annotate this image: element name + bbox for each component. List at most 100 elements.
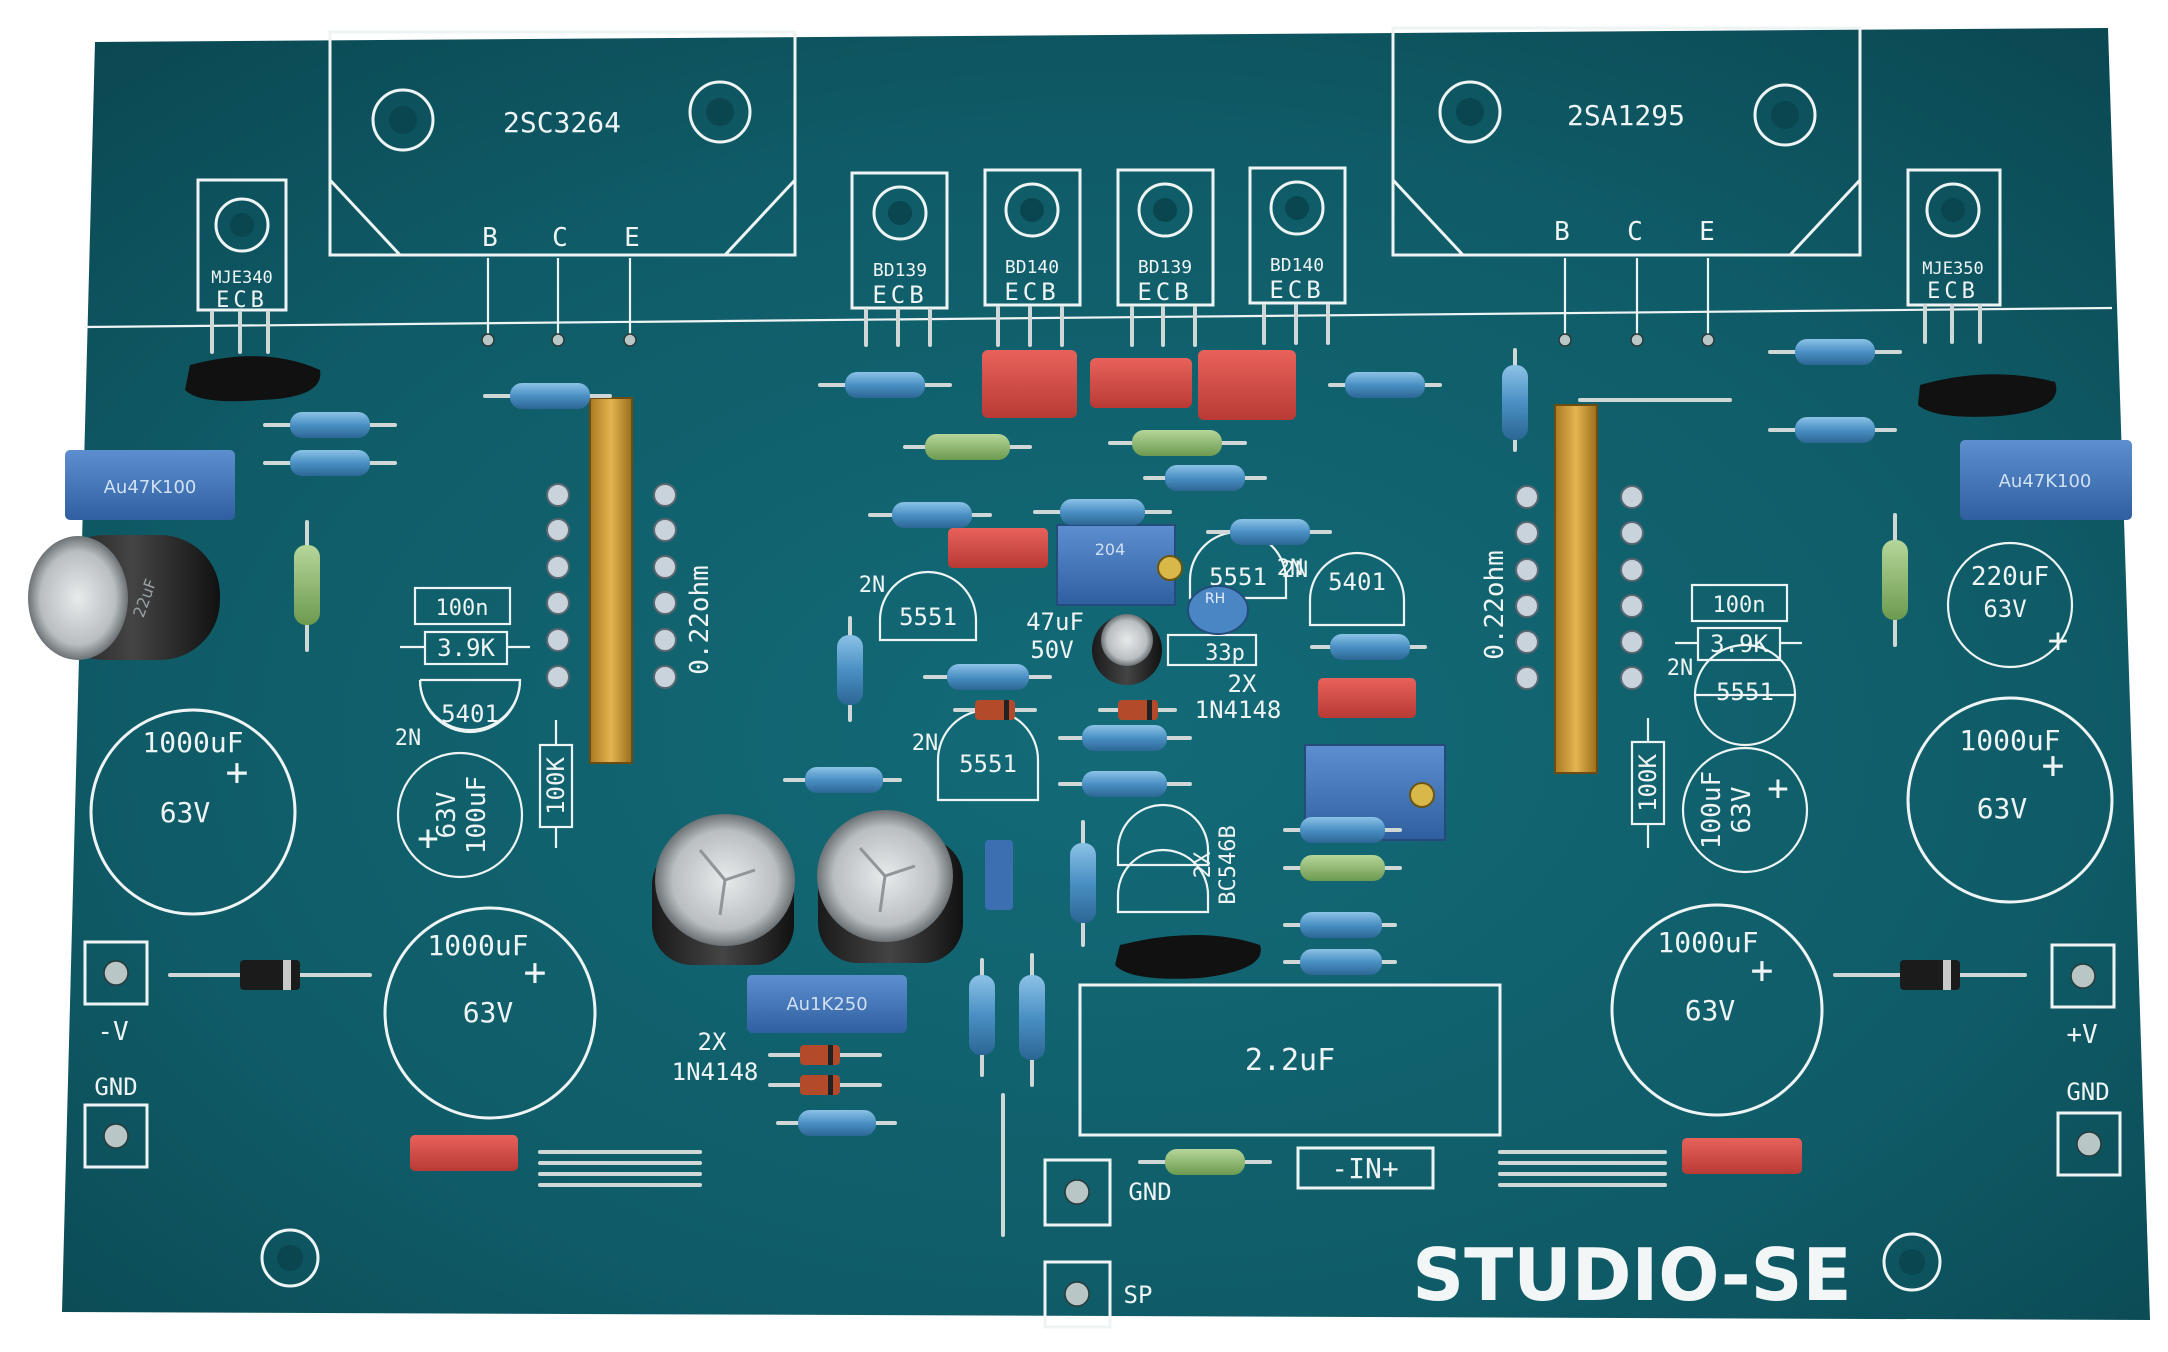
cap-1000u-right-top: 1000uF + 63V — [1906, 696, 2114, 904]
driver-label: BD140 — [1005, 257, 1059, 278]
cap-1000u-voltage: 63V — [463, 996, 514, 1029]
terminal-neg-v[interactable]: -V — [83, 940, 149, 1047]
pin-b-label: B — [1554, 217, 1570, 247]
driver-pins: ECB — [1004, 278, 1059, 306]
ceramic-print: RH — [1205, 591, 1225, 607]
output-transistor-left: 2SC3264 B C E — [328, 30, 797, 347]
q-5551-prefix: 2N — [859, 573, 886, 598]
cap-1000u-voltage: 63V — [1685, 994, 1736, 1027]
pin-e-label: E — [1699, 217, 1715, 247]
q-5551-label: 5551 — [1716, 678, 1774, 706]
cap-100n-left: 100n — [413, 586, 512, 626]
driver-bd140-b: BD140 ECB — [1248, 166, 1347, 345]
terminal-speaker[interactable]: SP — [1043, 1260, 1153, 1329]
silk-divider-line — [84, 306, 2113, 329]
black-bead — [185, 356, 2057, 979]
terminal-pos-v-label: +V — [2066, 1020, 2097, 1050]
cap-1000u-right-bottom: 1000uF + 63V — [1610, 903, 1824, 1117]
res-100k-label: 100K — [542, 757, 570, 815]
cap-47u: 47uF 50V — [1026, 608, 1084, 664]
diodes-part: 1N4148 — [672, 1058, 759, 1086]
trimmer-top[interactable]: 204 — [1056, 524, 1183, 606]
terminal-pos-v[interactable]: +V — [2050, 943, 2116, 1050]
driver-pins: ECB — [872, 281, 927, 309]
film-cap — [410, 350, 1802, 1174]
plus-sign: + — [226, 750, 249, 794]
q-5551-c: 5551 2N — [912, 708, 1040, 802]
cap-100n-right: 100n — [1690, 583, 1789, 623]
film-cap-blue-bottom: Au1K250 — [747, 975, 907, 1033]
driver-mje350: MJE350 ECB — [1906, 168, 2002, 344]
plus-sign: + — [2042, 743, 2065, 787]
bc546-count: 2X — [1191, 851, 1216, 878]
cap-47u-label: 47uF — [1026, 608, 1084, 636]
cap-1000u-voltage: 63V — [1977, 792, 2028, 825]
cap-1000u-label: 1000uF — [142, 726, 243, 759]
driver-bd139-b: BD139 ECB — [1116, 168, 1215, 347]
pin-c-label: C — [1627, 217, 1643, 247]
resistor — [263, 339, 1902, 1136]
cap-2u2: 2.2uF — [1078, 983, 1502, 1137]
res-3k9-label: 3.9K — [437, 634, 495, 662]
terminal-gnd-label: GND — [1128, 1178, 1171, 1206]
heatsink-left: 0.22ohm — [546, 397, 715, 764]
driver-bd139-a: BD139 ECB — [850, 171, 949, 347]
diodes-center-label: 2X 1N4148 — [1195, 670, 1282, 724]
cap-1000u-left-bottom: 1000uF + 63V — [383, 906, 597, 1120]
terminal-gnd-label: GND — [2066, 1078, 2109, 1106]
film-cap-print: Au47K100 — [1999, 471, 2092, 492]
q-5401-label: 5401 — [1328, 568, 1386, 596]
plus-sign: + — [524, 950, 547, 994]
cap-100u-left: 100uF 63V + — [396, 751, 524, 879]
bc546-part: BC546B — [1216, 825, 1241, 904]
driver-bd140-a: BD140 ECB — [983, 168, 1082, 347]
resistor-green — [294, 430, 1908, 1175]
cap-100u-label: 100uF — [1697, 771, 1727, 849]
terminal-speaker-label: SP — [1124, 1281, 1153, 1309]
res-100k-label: 100K — [1634, 754, 1662, 812]
res-3k9-left: 3.9K — [400, 630, 530, 666]
q-5551-label: 5551 — [899, 603, 957, 631]
emitter-resistor-label: 0.22ohm — [1480, 550, 1510, 660]
q-5551-prefix: 2N — [1667, 656, 1694, 681]
driver-pins: ECB — [1269, 276, 1324, 304]
output-transistor-right: 2SA1295 B C E — [1391, 26, 1862, 347]
q-5401-label: 5401 — [441, 700, 499, 728]
output-transistor-left-label: 2SC3264 — [503, 106, 621, 139]
bc546-outlines: 2X BC546B — [1116, 803, 1241, 914]
diodes-low-label: 2X 1N4148 — [672, 1028, 759, 1086]
plus-sign: + — [2048, 621, 2068, 661]
q-5551-label: 5551 — [959, 750, 1017, 778]
plus-sign: + — [417, 818, 439, 859]
terminal-input[interactable]: -IN+ — [1296, 1146, 1435, 1190]
driver-pins: ECB — [1137, 278, 1192, 306]
driver-label: BD139 — [873, 260, 927, 281]
film-cap-print: Au1K250 — [786, 994, 867, 1015]
terminal-gnd-right[interactable]: GND — [2056, 1078, 2122, 1177]
jumper-wire — [538, 398, 1732, 1237]
q-5551-prefix: 2N — [912, 731, 939, 756]
elcap-top-left: 22uF — [28, 535, 220, 660]
plus-sign: + — [1751, 948, 1774, 992]
cap-1000u-label: 1000uF — [1657, 926, 1758, 959]
cap-220u-voltage: 63V — [1983, 595, 2026, 623]
terminal-gnd-left[interactable]: GND — [83, 1073, 149, 1169]
cap-1000u-label: 1000uF — [1959, 724, 2060, 757]
q-5401-prefix: 2N — [395, 726, 422, 751]
ceramic-cap: RH — [1187, 585, 1249, 635]
res-3k9-label: 3.9K — [1710, 630, 1768, 658]
pin-b-label: B — [482, 223, 498, 253]
driver-label: BD140 — [1270, 255, 1324, 276]
board-brand: STUDIO-SE — [1412, 1233, 1851, 1317]
driver-label: MJE350 — [1922, 259, 1983, 279]
cap-100n-label: 100n — [1713, 593, 1766, 618]
q-5551-a: 5551 2N — [859, 570, 978, 642]
driver-pins: ECB — [216, 288, 268, 313]
trimmer-print: 204 — [1095, 540, 1126, 559]
film-cap-blue-left: Au47K100 — [65, 450, 235, 520]
q-5551-right: 5551 2N — [1667, 643, 1797, 747]
terminal-gnd-input[interactable]: GND — [1043, 1158, 1172, 1227]
cap-1000u-voltage: 63V — [160, 796, 211, 829]
diodes-count: 2X — [698, 1028, 727, 1056]
